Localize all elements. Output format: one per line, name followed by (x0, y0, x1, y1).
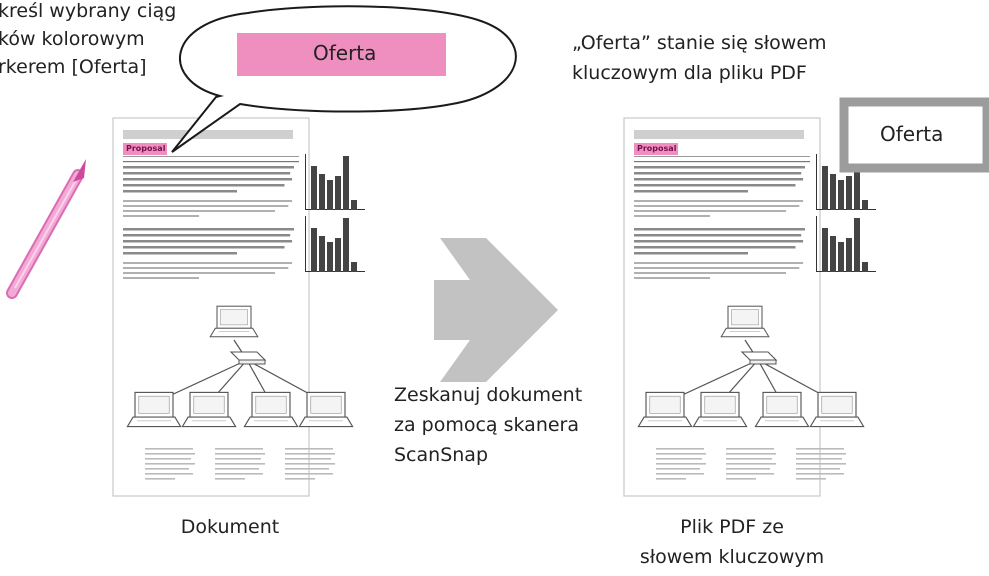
pdf-heading: Proposal (637, 144, 677, 153)
process-arrow (434, 238, 558, 382)
instruction-line-1: kreśl wybrany ciąg (0, 0, 177, 22)
pdf-heading-highlight (634, 143, 678, 155)
instruction-line-3: rkerem [Oferta] (0, 56, 147, 78)
scan-note-line-3: ScanSnap (394, 444, 488, 466)
source-document (113, 118, 365, 496)
keyword-highlight (237, 33, 446, 76)
pdf-keyword-label: Oferta (880, 122, 944, 146)
scan-note-line-1: Zeskanuj dokument (394, 384, 583, 406)
pdf-document (624, 118, 876, 496)
scan-note-line-2: za pomocą skanera (394, 414, 579, 436)
result-note-line-2: kluczowym dla pliku PDF (572, 62, 807, 84)
bubble-keyword: Oferta (313, 41, 377, 65)
speech-bubble (171, 5, 517, 153)
doc-caption: Dokument (180, 516, 280, 538)
pdf-caption-line-1: Plik PDF ze (680, 516, 784, 538)
doc-heading: Proposal (126, 144, 166, 153)
doc-heading-highlight (123, 143, 167, 155)
result-note-line-1: „Oferta” stanie się słowem (572, 32, 827, 54)
pdf-keyword-box (839, 97, 989, 173)
instruction-line-2: ków kolorowym (0, 28, 145, 50)
highlighter-pen-icon (6, 159, 86, 299)
pdf-caption-line-2: słowem kluczowym (639, 546, 825, 568)
